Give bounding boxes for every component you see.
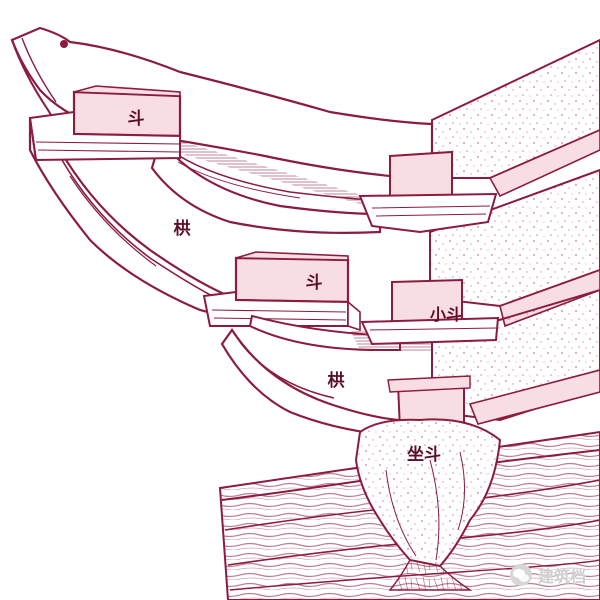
small-dou-block xyxy=(360,278,500,346)
watermark-text: 建筑档 xyxy=(537,567,586,586)
label-gong-upper: 栱 xyxy=(174,218,191,239)
wechat-icon xyxy=(509,564,532,586)
label-dou-top: 斗 xyxy=(128,109,145,129)
dou-block-middle xyxy=(202,251,361,332)
seat-dou-block xyxy=(354,375,502,591)
label-dou-middle: 斗 xyxy=(306,273,323,293)
label-small-dou: 小斗 xyxy=(430,305,462,324)
watermark: 建筑档 xyxy=(509,562,586,588)
label-seat-dou: 坐斗 xyxy=(407,445,441,465)
label-gong-lower: 栱 xyxy=(328,370,345,391)
dou-block-right-upper xyxy=(358,150,498,234)
dou-block-top xyxy=(28,85,182,162)
right-beams xyxy=(429,38,600,425)
